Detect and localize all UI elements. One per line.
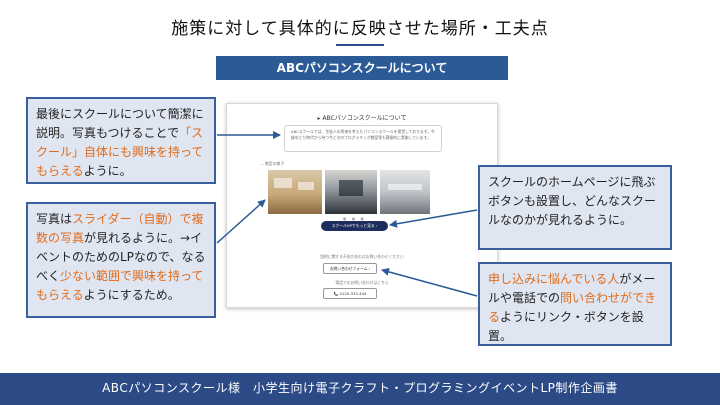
mockup-description: ABCスクールでは、生徒人の将来を考えたパソコンスクールを運営しております。今後…: [284, 125, 442, 152]
callout-highlight: 申し込みに悩んでいる人: [488, 272, 620, 286]
callout-highlight: スライダー（自動）で複数の写真: [36, 212, 204, 245]
computer-photo: [325, 170, 377, 214]
callout-highlight: 「スクール」自体にも興味を持ってもらえる: [36, 126, 204, 178]
desk-photo: [380, 170, 430, 214]
callout-highlight: 問い合わせができる: [488, 291, 657, 324]
callout-text: がメールや電話での: [488, 272, 656, 305]
slider-dots[interactable]: ● ● ●: [343, 216, 367, 221]
mockup-heading: ▸ABCパソコンスクールについて: [227, 113, 497, 122]
slide-title: 施策に対して具体的に反映させた場所・工夫点: [171, 19, 549, 39]
inquiry-prompt: 説明に関する不安があればお問い合わせください: [320, 254, 404, 259]
phone-prompt: 電話でのお問い合わせはこちら: [335, 280, 389, 285]
gallery-label: — 教室の様子: [260, 161, 284, 166]
callout-text: ようにするため。: [83, 288, 180, 302]
title-underline: [336, 44, 384, 46]
classroom-photo: [268, 170, 322, 214]
callout-highlight: 少ない範囲で興味を持ってもらえる: [36, 269, 204, 302]
callout-homepage-button: スクールのホームページに飛ぶボタンも設置し、どんなスクールなのかが見れるように。: [478, 165, 672, 250]
section-banner: ABCパソコンスクールについて: [216, 56, 508, 80]
callout-school-intro: 最後にスクールについて簡潔に説明。写真もつけることで「スクール」自体にも興味を持…: [26, 97, 216, 184]
phone-button[interactable]: 📞 0120-333-444: [323, 288, 377, 299]
callout-inquiry-links: 申し込みに悩んでいる人がメールや電話での問い合わせができるようにリンク・ボタンを…: [478, 262, 672, 346]
callout-text: 写真は: [36, 212, 73, 226]
mockup-heading-text: ABCパソコンスクールについて: [322, 115, 407, 122]
callout-photo-slider: 写真はスライダー（自動）で複数の写真が見れるように。→イベントのためのLPなので…: [26, 202, 216, 318]
lp-mockup: ▸ABCパソコンスクールについて ABCスクールでは、生徒人の将来を考えたパソコ…: [226, 103, 498, 308]
callout-text: スクールのホームページに飛ぶボタンも設置し、どんなスクールなのかが見れるように。: [488, 175, 657, 227]
callout-text: 最後にスクールについて簡潔に説明。写真もつけることで: [36, 107, 204, 140]
callout-text: ようにリンク・ボタンを設置。: [488, 310, 644, 343]
callout-text: ように。: [83, 164, 132, 178]
school-hp-button[interactable]: スクールHPでもっと見る ›: [321, 221, 388, 231]
callout-text: が見れるように。→イベントのためのLPなので、なるべく: [36, 231, 206, 283]
slide-footer: ABCパソコンスクール様 小学生向け電子クラフト・プログラミングイベントLP制作…: [0, 373, 720, 405]
triangle-icon: ▸: [317, 115, 321, 122]
inquiry-form-button[interactable]: お問い合わせフォーム ›: [323, 263, 377, 274]
